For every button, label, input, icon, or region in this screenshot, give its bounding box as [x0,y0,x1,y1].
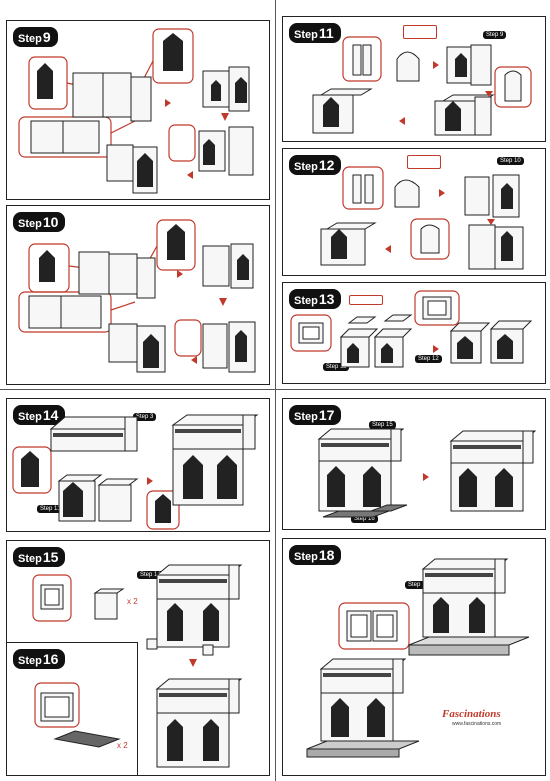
step-18-ref-tag: Step 17 [405,581,432,589]
horizontal-divider [0,389,550,390]
step-16-badge: Step16 [13,649,66,669]
step-12-note [407,155,441,169]
step-9-badge: Step9 [13,27,58,47]
step-12-panel: Step12 Step 10 [282,148,546,276]
step-number: 13 [318,291,335,307]
step-17-badge: Step17 [289,405,342,425]
step-label: Step [18,655,42,667]
step-11-ref-tag: Step 9 [483,31,507,39]
step-label: Step [294,551,318,563]
step-14-panel: Step14 Step 3 Step 13 [6,398,270,532]
step-12-diagram [320,166,524,270]
step-16-multiplier: x 2 [117,741,128,750]
step-15-ref-tag: Step 14 [137,571,164,579]
brand-logo: Fascinations [442,708,501,720]
step-14-badge: Step14 [13,405,66,425]
vertical-divider [275,0,276,781]
step-label: Step [294,411,318,423]
step-11-diagram [312,36,532,136]
step-10-badge: Step10 [13,212,66,232]
step-17-ref-tag-b: Step 16 [351,515,378,523]
step-14-diagram [12,414,259,530]
step-18-diagram [306,558,530,758]
step-label: Step [18,33,42,45]
step-10-panel: Step10 [6,205,270,385]
step-15-diagram [32,564,243,768]
step-10-diagram [18,219,256,373]
step-17-ref-tag-a: Step 15 [369,421,396,429]
step-13-badge: Step13 [289,289,342,309]
step-label: Step [18,553,42,565]
step-13-panel: Step13 Step 11 Step 12 [282,282,546,384]
step-11-note [403,25,437,39]
step-number: 11 [318,25,334,41]
step-16-diagram [34,682,121,748]
step-17-panel: Step17 Step 15 Step 16 [282,398,546,530]
step-17-diagram [317,428,537,518]
step-13-note [349,295,383,305]
step-label: Step [18,411,42,423]
step-18-panel: Step18 Step 17 [282,538,546,776]
step-14-ref-tag-a: Step 3 [133,413,157,421]
step-15-badge: Step15 [13,547,66,567]
step-15-multiplier: x 2 [127,597,138,606]
step-number: 18 [318,547,335,563]
step-18-badge: Step18 [289,545,342,565]
step-number: 15 [42,549,59,565]
step-label: Step [294,161,318,173]
brand-url: www.fascinations.com [452,721,502,727]
step-11-panel: Step11 Step 9 [282,16,546,142]
step-9-diagram [18,28,254,194]
step-14-ref-tag-b: Step 13 [37,505,64,513]
step-number: 9 [42,29,51,45]
step-16-panel: Step16 x 2 [6,642,138,776]
step-number: 14 [42,407,59,423]
step-number: 17 [318,407,335,423]
step-13-diagram [290,290,533,368]
step-9-panel: Step9 [6,20,270,200]
step-12-badge: Step12 [289,155,342,175]
step-number: 12 [318,157,335,173]
step-13-ref-tag-a: Step 11 [323,363,350,371]
step-label: Step [18,218,42,230]
step-12-ref-tag: Step 10 [497,157,524,165]
step-label: Step [294,29,318,41]
step-11-badge: Step11 [289,23,341,43]
step-label: Step [294,295,318,307]
step-13-ref-tag-b: Step 12 [415,355,442,363]
step-number: 10 [42,214,59,230]
step-number: 16 [42,651,59,667]
